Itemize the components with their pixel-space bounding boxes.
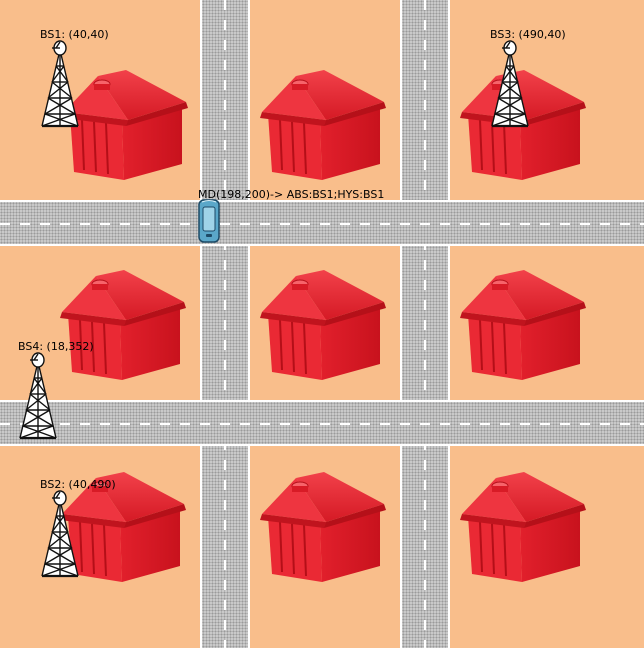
mobile-device-label: MD(198,200)-> ABS:BS1;HYS:BS1 xyxy=(198,188,385,201)
house-icon xyxy=(259,69,387,181)
house-icon xyxy=(459,269,587,381)
house-icon xyxy=(259,269,387,381)
bs1-label: BS1: (40,40) xyxy=(40,28,109,41)
antenna-tower-icon[interactable] xyxy=(38,34,82,134)
bs3-label: BS3: (490,40) xyxy=(490,28,566,41)
road-vertical-1-overlay xyxy=(200,0,250,648)
road-horizontal-1 xyxy=(0,200,644,246)
mobile-phone-icon[interactable] xyxy=(198,199,220,243)
antenna-tower-icon[interactable] xyxy=(488,34,532,134)
antenna-tower-icon[interactable] xyxy=(38,484,82,584)
bs2-label: BS2: (40,490) xyxy=(40,478,116,491)
house-icon xyxy=(59,269,187,381)
road-vertical-2 xyxy=(400,0,450,648)
house-icon xyxy=(459,471,587,583)
bs4-label: BS4: (18,352) xyxy=(18,340,94,353)
antenna-tower-icon[interactable] xyxy=(16,346,60,446)
road-vertical-1 xyxy=(200,0,250,648)
road-horizontal-2 xyxy=(0,400,644,446)
house-icon xyxy=(259,471,387,583)
